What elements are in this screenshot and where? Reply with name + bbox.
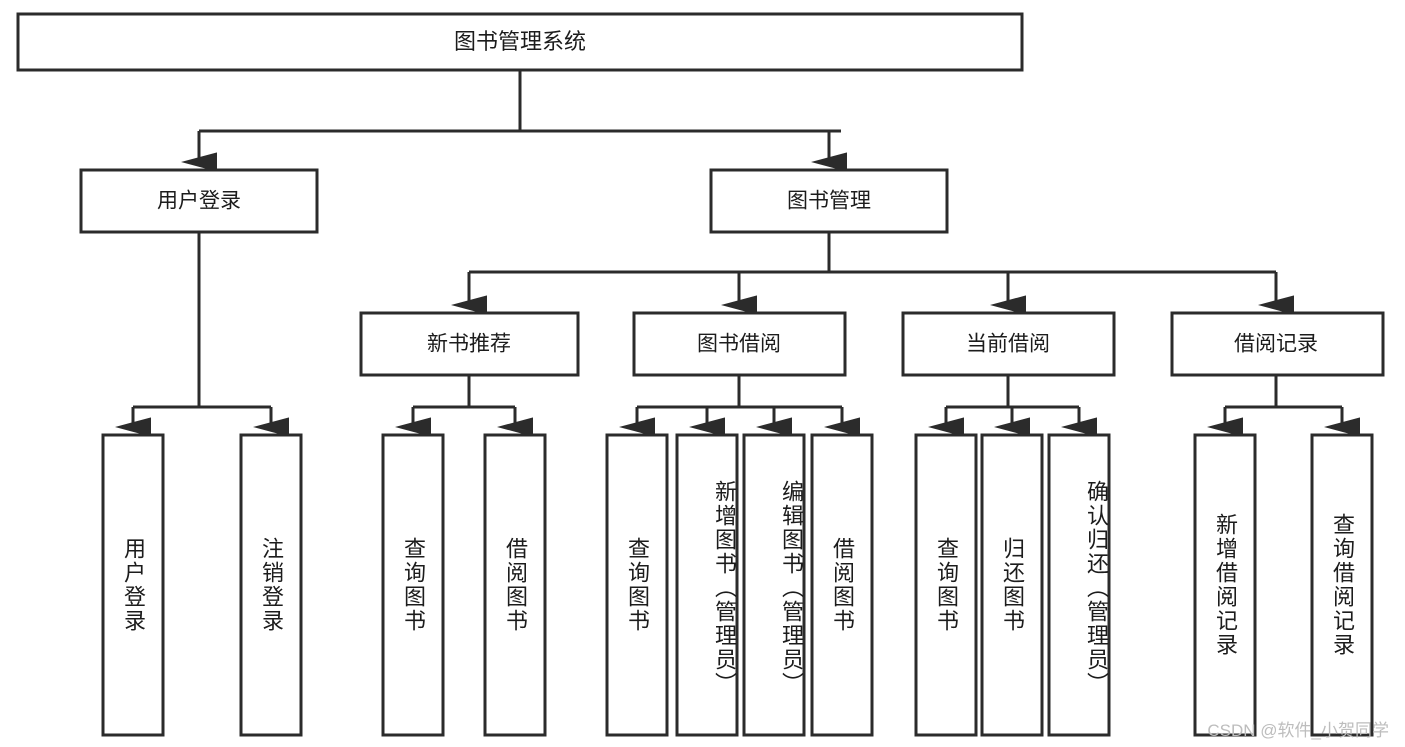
node-book-borrow-label: 图书借阅 — [697, 333, 781, 356]
leaf-box-return-book[interactable] — [980, 433, 1044, 737]
node-book-manage[interactable]: 图书管理 — [709, 168, 949, 234]
watermark-text: CSDN @软件_小贺同学 — [1207, 721, 1389, 740]
node-current-borrow[interactable]: 当前借阅 — [901, 311, 1116, 377]
node-book-manage-label: 图书管理 — [787, 190, 871, 213]
leaf-box-edit-book[interactable] — [742, 433, 806, 737]
node-root-label: 图书管理系统 — [454, 29, 586, 54]
node-current-borrow-box[interactable] — [901, 311, 1116, 377]
leaf-box-query-book-1[interactable] — [381, 433, 445, 737]
node-new-book-recommend[interactable]: 新书推荐 — [359, 311, 580, 377]
leaf-box-borrow-book-2[interactable] — [810, 433, 874, 737]
node-book-borrow[interactable]: 图书借阅 — [632, 311, 847, 377]
leaf-box-query-record[interactable] — [1310, 433, 1374, 737]
leaf-boxes-layer — [101, 433, 1374, 737]
node-borrow-record-box[interactable] — [1170, 311, 1385, 377]
node-current-borrow-label: 当前借阅 — [966, 333, 1050, 356]
leaf-box-user-login[interactable] — [101, 433, 165, 737]
node-root-box[interactable] — [16, 12, 1024, 72]
connector-layer — [115, 70, 1360, 437]
leaf-box-add-record[interactable] — [1193, 433, 1257, 737]
node-user-login-label: 用户登录 — [157, 190, 241, 213]
node-new-book-recommend-label: 新书推荐 — [427, 333, 511, 356]
leaf-box-user-logout[interactable] — [239, 433, 303, 737]
leaf-box-borrow-book-1[interactable] — [483, 433, 547, 737]
leaf-box-query-book-2[interactable] — [605, 433, 669, 737]
node-borrow-record-label: 借阅记录 — [1234, 333, 1318, 356]
node-book-manage-box[interactable] — [709, 168, 949, 234]
node-user-login[interactable]: 用户登录 — [79, 168, 319, 234]
node-user-login-box[interactable] — [79, 168, 319, 234]
leaf-box-confirm-return[interactable] — [1047, 433, 1111, 737]
node-borrow-record[interactable]: 借阅记录 — [1170, 311, 1385, 377]
node-root[interactable]: 图书管理系统 — [16, 12, 1024, 72]
leaf-box-add-book[interactable] — [675, 433, 739, 737]
node-new-book-recommend-box[interactable] — [359, 311, 580, 377]
leaf-box-query-book-3[interactable] — [914, 433, 978, 737]
node-book-borrow-box[interactable] — [632, 311, 847, 377]
